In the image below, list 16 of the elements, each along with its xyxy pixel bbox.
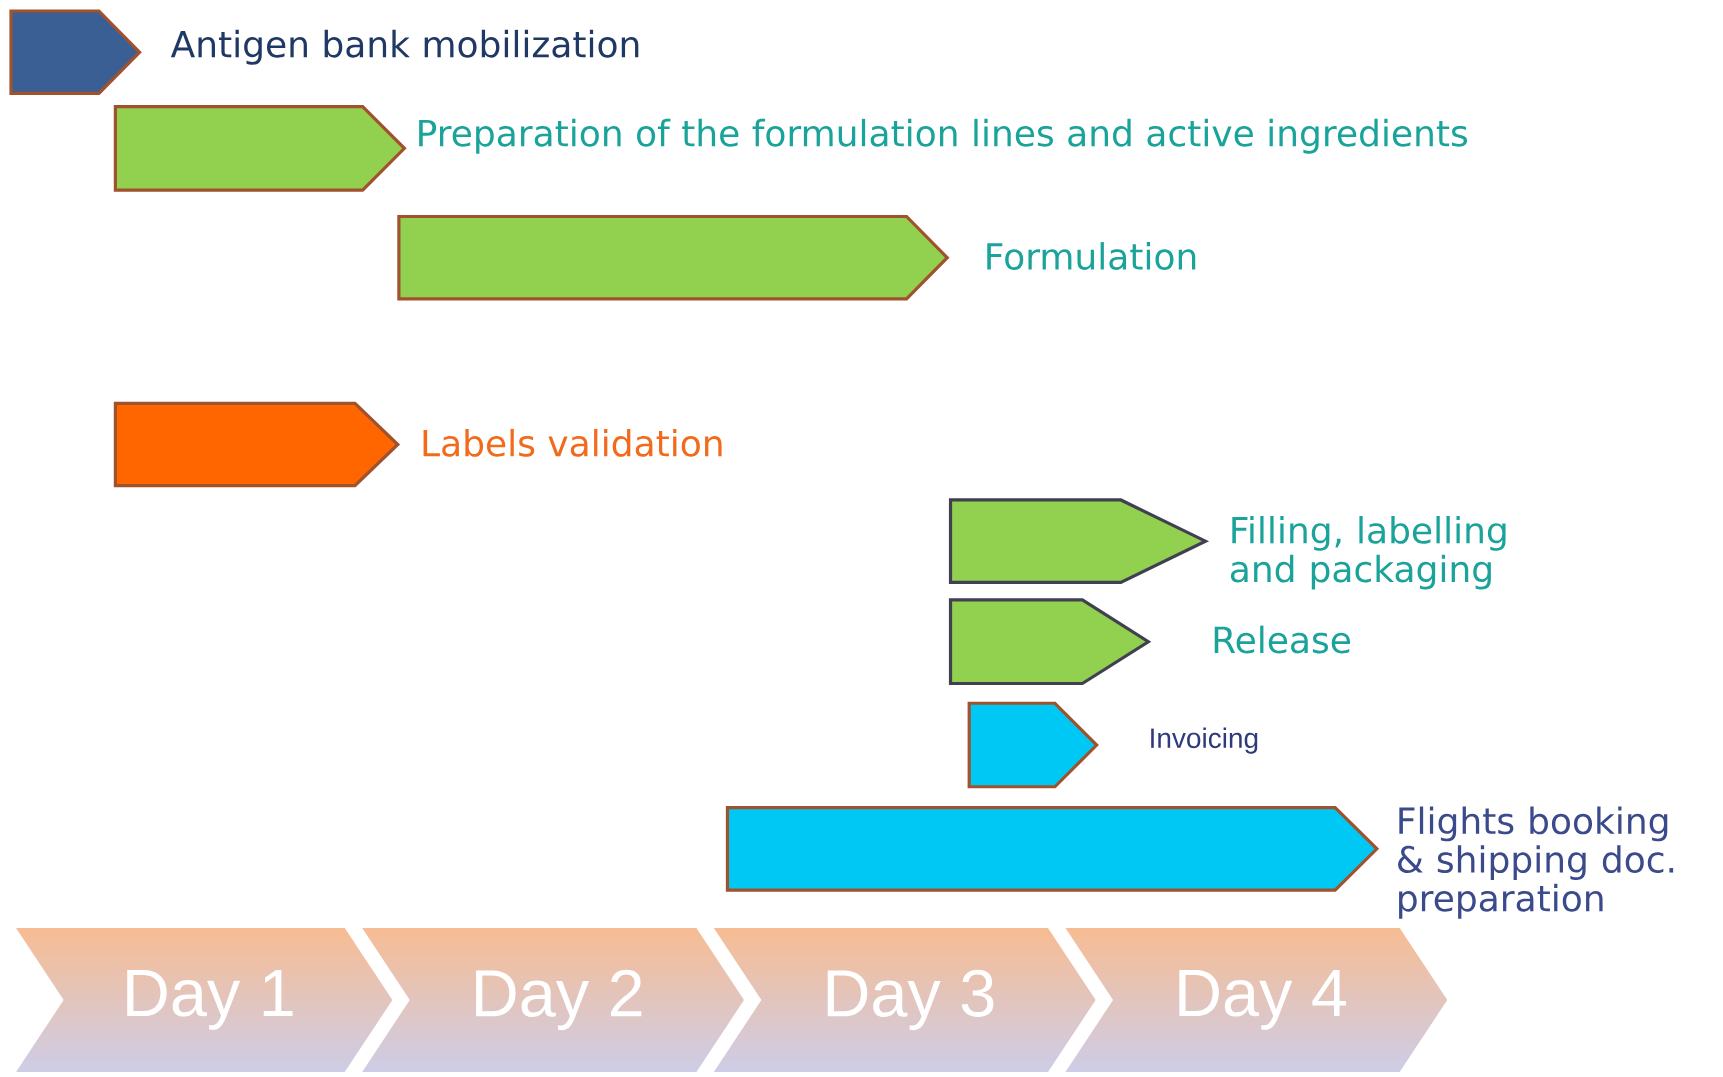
task-label: Release — [1214, 625, 1350, 654]
task-label: Formulation — [987, 242, 1196, 270]
task-label: Labels validation — [423, 428, 722, 457]
task-bar — [948, 598, 1152, 686]
task-bar — [725, 806, 1380, 892]
task-label: Flights booking & shipping doc. preparation — [1398, 806, 1674, 919]
task-bar — [397, 214, 950, 301]
task-label: Filling, labelling and packaging — [1230, 515, 1506, 590]
task-bar — [113, 105, 407, 192]
task-bar — [113, 401, 401, 488]
task-label: Antigen bank mobilization — [170, 29, 639, 65]
task-bar — [967, 701, 1099, 789]
task-bar — [9, 9, 142, 95]
task-bar — [948, 498, 1210, 584]
task-label: Invoicing — [1151, 727, 1258, 754]
task-label: Preparation of the formulation lines and active ingredients — [419, 118, 1467, 154]
